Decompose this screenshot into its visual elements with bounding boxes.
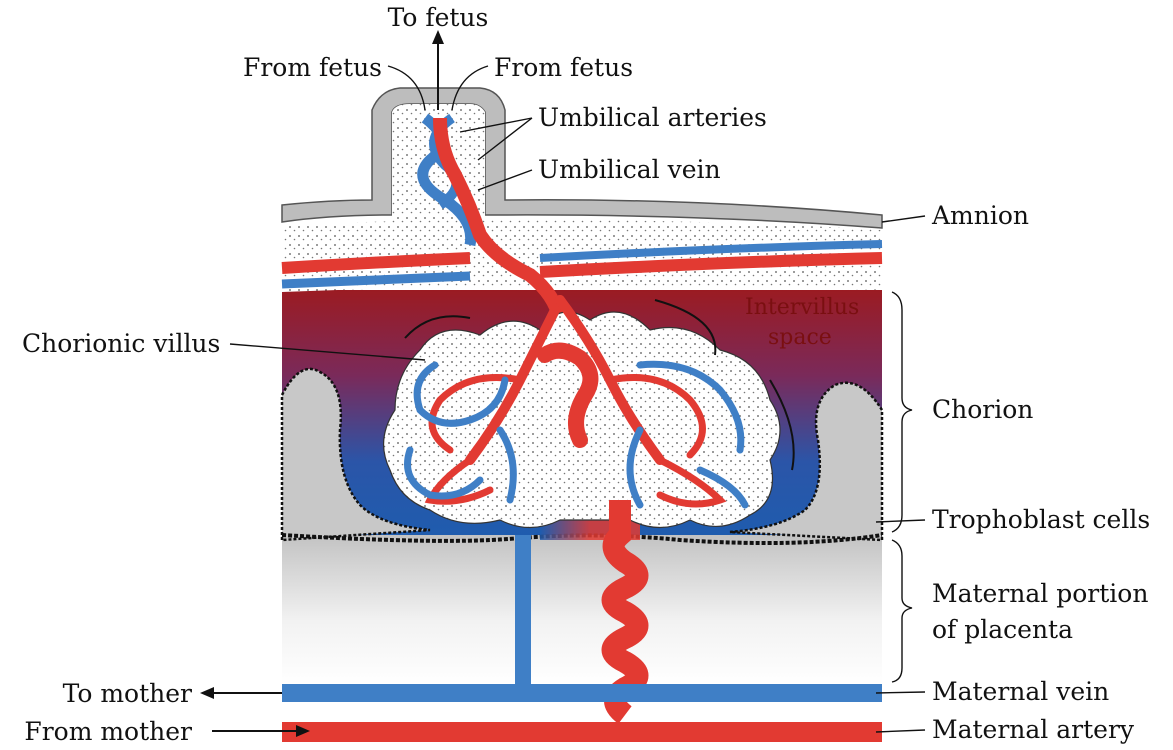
label-chorionic-villus: Chorionic villus [22,329,220,358]
leader-amnion [882,216,925,222]
label-to-mother: To mother [63,679,192,708]
maternal-portion-region [282,525,882,685]
label-umbilical-arteries: Umbilical arteries [538,103,767,132]
maternal-artery-vessel [282,722,882,742]
label-from-mother: From mother [24,717,192,746]
label-maternal-artery: Maternal artery [932,715,1135,744]
leader-maternal-artery [876,730,925,732]
label-maternal-portion-1: Maternal portion [932,579,1148,608]
label-from-fetus-right: From fetus [494,53,633,82]
label-to-fetus: To fetus [388,3,489,32]
label-maternal-portion-2: of placenta [932,615,1073,644]
label-from-fetus-left: From fetus [243,53,382,82]
to-mother-arrowhead [200,687,214,699]
label-maternal-vein: Maternal vein [932,677,1109,706]
label-amnion: Amnion [931,201,1029,230]
maternal-portion-bracket [892,540,912,682]
leader-maternal-vein [876,692,925,693]
leader-trophoblast [876,520,925,522]
maternal-vein-vessel [282,684,882,702]
chorion-bracket [892,292,912,532]
label-chorion: Chorion [932,395,1033,424]
label-intervillus-1: Intervillus [745,295,859,320]
label-trophoblast-cells: Trophoblast cells [932,505,1150,534]
label-umbilical-vein: Umbilical vein [538,155,721,184]
to-fetus-arrowhead [432,30,444,44]
label-intervillus-2: space [768,325,832,350]
